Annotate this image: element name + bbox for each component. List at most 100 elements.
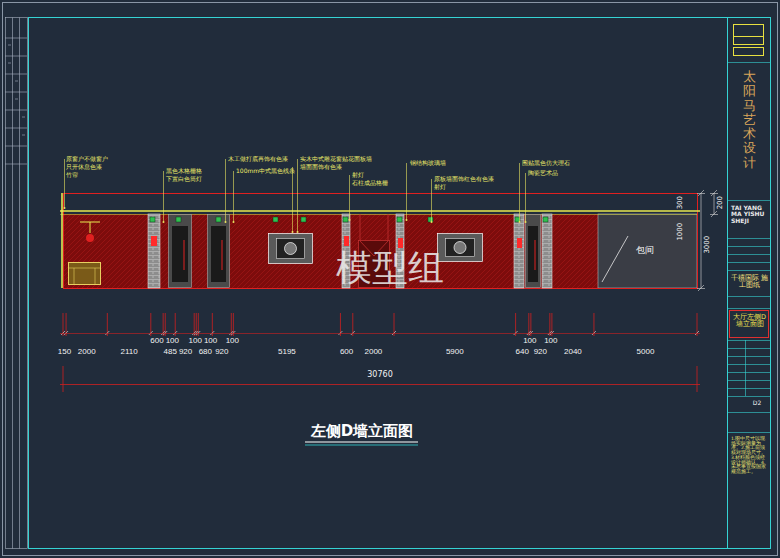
dimension-value: 100 (166, 337, 179, 345)
leader-lines (292, 231, 294, 233)
title-block (734, 36, 764, 37)
general-notes: 1.图中尺寸以现场实际测量为准。2.施工前须核对现场尺寸。3.材料颜色须经设计师… (731, 437, 768, 475)
dimension-lines (149, 331, 153, 335)
dimension-lines (63, 366, 64, 392)
dimension-lines (163, 331, 167, 335)
drawing-frame (3, 3, 778, 556)
stone-pillars (148, 214, 160, 288)
stone-pillars (148, 214, 552, 288)
callout-text: 原板墙面饰红色有色漆 (434, 176, 494, 182)
dimension-lines (105, 331, 109, 335)
dimension-value: 640 (516, 348, 529, 356)
leader-lines (431, 221, 433, 223)
spot-lights (150, 217, 155, 222)
drawing-frame (29, 18, 771, 549)
leader-lines (64, 159, 527, 233)
left-furniture (68, 268, 101, 285)
title-underline (305, 441, 418, 442)
dimension-lines (60, 384, 700, 385)
leader-lines (297, 231, 299, 233)
total-dimension: 30760 (367, 371, 392, 379)
binding-strip (5, 18, 28, 549)
leader-lines (406, 219, 408, 221)
title-underline (305, 442, 418, 445)
leader-lines (297, 159, 298, 232)
dimension-lines (338, 331, 342, 335)
drawing-frame (727, 18, 728, 549)
title-block (734, 48, 764, 56)
binding-strip (5, 38, 27, 164)
title-underline (305, 445, 418, 446)
doors (211, 226, 226, 282)
leader-lines (233, 171, 234, 222)
binding-strip (6, 18, 28, 549)
callout-text: 竹帘 (66, 172, 78, 178)
leader-lines (349, 175, 350, 220)
callout-text: 墙面面饰有色漆 (300, 164, 342, 170)
spot-lights (397, 217, 402, 222)
firm-name: 太阳马艺术设计 (743, 70, 756, 170)
callout-text: 钢结构玻璃墙 (410, 160, 446, 166)
callout-text: 只开休息色漆 (66, 164, 102, 170)
spot-lights (543, 217, 548, 222)
dimension-lines (173, 331, 177, 335)
red-lanterns (344, 236, 349, 246)
dimension-value: 2040 (564, 348, 582, 356)
callout-text: 陶瓷艺术品 (528, 170, 558, 176)
leader-lines (163, 171, 164, 222)
left-furniture (68, 222, 101, 285)
callout-text: 围贴黑色仿大理石 (522, 160, 570, 166)
dimension-value: 2000 (78, 348, 96, 356)
dimension-value: 600 (340, 348, 353, 356)
red-lanterns (151, 236, 157, 246)
dimension-lines (351, 331, 355, 335)
callout-text: 原窗户不做窗户 (66, 156, 108, 162)
dimension-lines (695, 331, 699, 335)
callout-text: 木工做打底再饰有色漆 (228, 156, 288, 162)
dimension-lines (64, 331, 68, 335)
dimension-lines (514, 331, 518, 335)
leader-lines (349, 219, 351, 221)
dimension-value: 100 (189, 337, 202, 345)
room-zone: 包间 (598, 214, 697, 288)
dimension-lines (697, 366, 698, 392)
dimension-lines (60, 313, 700, 392)
dimension-value: 100 (204, 337, 217, 345)
doors (184, 240, 185, 270)
leader-lines (431, 179, 432, 222)
dimension-lines (60, 333, 700, 334)
spot-lights (176, 217, 181, 222)
wall-elevation (63, 214, 598, 288)
title-block (730, 311, 769, 338)
binding-strip (12, 18, 13, 549)
dimension-value: 920 (215, 348, 228, 356)
dimension-lines (550, 331, 554, 335)
red-lanterns (517, 238, 522, 248)
doors (169, 215, 541, 288)
dimension-value: 100 (226, 337, 239, 345)
binding-strip (19, 18, 20, 549)
callout-text: 射灯 (352, 172, 364, 178)
drawing-name: 大厅左侧D墙立面图 (730, 314, 769, 328)
spot-lights (150, 217, 548, 222)
doors (222, 240, 223, 270)
height-dimension: 200 (717, 196, 724, 209)
doors (535, 240, 536, 270)
leader-lines (225, 159, 226, 222)
art-panels (454, 242, 466, 254)
art-panels (269, 234, 313, 264)
stone-pillars (542, 214, 552, 288)
dimension-lines (548, 331, 552, 335)
dimension-value: 100 (523, 337, 536, 345)
leader-lines (525, 221, 527, 223)
leader-lines (406, 163, 407, 220)
leader-lines (519, 221, 521, 223)
callout-text: 黑色木格栅格 (166, 168, 202, 174)
project-name: 千禧国际 施工图纸 (730, 275, 769, 290)
height-dimension: 3000 (704, 236, 711, 254)
title-block (727, 63, 771, 433)
height-dimension: 1000 (677, 223, 684, 241)
left-furniture (80, 222, 100, 233)
doors (169, 215, 192, 288)
